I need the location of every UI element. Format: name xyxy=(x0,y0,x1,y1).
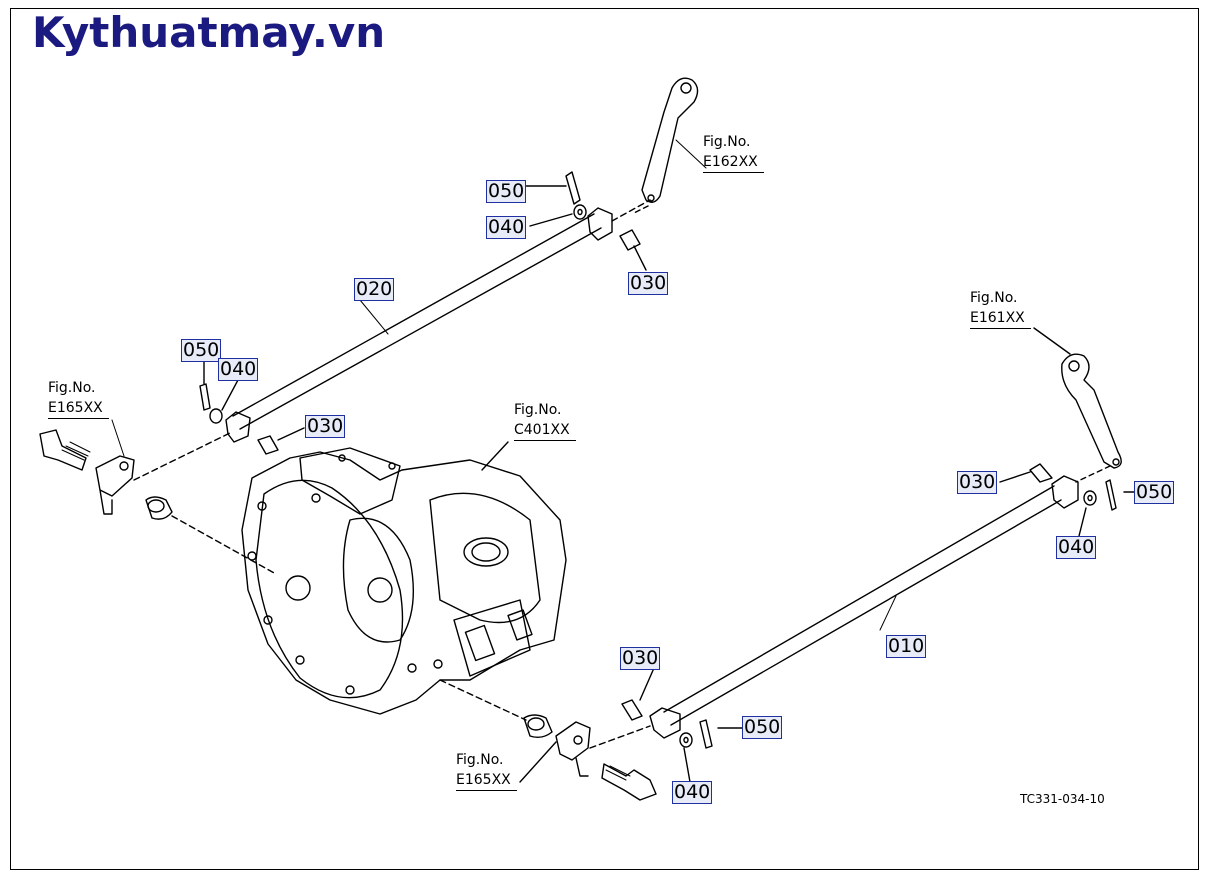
fig-ref-number: E162XX xyxy=(703,152,764,173)
hardware-bottom xyxy=(621,667,743,783)
callout-050-left[interactable]: 050 xyxy=(181,339,222,362)
fig-ref-label: Fig.No. xyxy=(514,402,562,418)
fig-ref-e165-bottom: Fig.No. E165XX xyxy=(456,750,517,791)
rod-020 xyxy=(225,199,651,443)
callout-040-left[interactable]: 040 xyxy=(218,358,259,381)
callout-040-bottom[interactable]: 040 xyxy=(672,781,713,804)
fig-ref-number: E165XX xyxy=(48,398,109,419)
fig-ref-number: E165XX xyxy=(456,770,517,791)
drawing-frame xyxy=(10,8,1199,870)
bracket-e165-top xyxy=(39,361,305,575)
fig-ref-number: C401XX xyxy=(514,420,576,441)
transmission-housing-c401 xyxy=(241,441,567,715)
callout-050-top[interactable]: 050 xyxy=(486,180,527,203)
rod-010 xyxy=(649,475,1079,739)
callout-030-top[interactable]: 030 xyxy=(628,272,669,295)
fig-ref-label: Fig.No. xyxy=(970,290,1018,306)
hardware-top xyxy=(515,171,647,271)
lever-e161 xyxy=(1061,353,1122,483)
callout-030-bottom[interactable]: 030 xyxy=(620,647,661,670)
fig-ref-e162: Fig.No. E162XX xyxy=(703,132,764,173)
drawing-code: TC331-034-10 xyxy=(1020,792,1105,806)
callout-010[interactable]: 010 xyxy=(886,635,927,658)
callout-030-left[interactable]: 030 xyxy=(305,415,346,438)
callout-040-top[interactable]: 040 xyxy=(486,216,527,239)
callout-040-right[interactable]: 040 xyxy=(1056,536,1097,559)
callout-050-right[interactable]: 050 xyxy=(1134,481,1175,504)
callout-020[interactable]: 020 xyxy=(354,278,395,301)
hardware-right xyxy=(999,327,1135,541)
fig-ref-c401: Fig.No. C401XX xyxy=(514,400,576,441)
fig-ref-label: Fig.No. xyxy=(48,380,96,396)
callout-030-right[interactable]: 030 xyxy=(957,471,998,494)
site-brand[interactable]: Kythuatmay.vn xyxy=(32,8,386,57)
bracket-e165-bottom xyxy=(439,679,657,801)
fig-ref-e165-top: Fig.No. E165XX xyxy=(48,378,109,419)
lever-e162 xyxy=(631,77,699,215)
fig-ref-label: Fig.No. xyxy=(456,752,504,768)
callout-050-bottom[interactable]: 050 xyxy=(742,716,783,739)
leader-lines xyxy=(111,139,897,631)
fig-ref-number: E161XX xyxy=(970,308,1031,329)
fig-ref-label: Fig.No. xyxy=(703,134,751,150)
fig-ref-e161: Fig.No. E161XX xyxy=(970,288,1031,329)
